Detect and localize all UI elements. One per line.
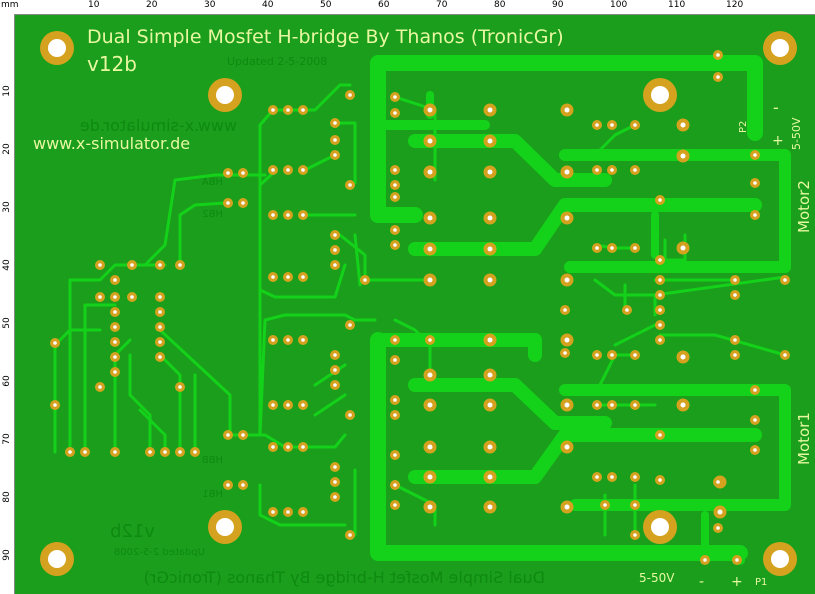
board-substrate [15, 15, 815, 594]
ruler-left-tick: 30 [2, 201, 12, 213]
ruler-left-tick: 40 [2, 259, 12, 271]
ruler-left-tick: 60 [2, 375, 12, 387]
p1-plus: + [731, 574, 743, 590]
ruler-left-tick: 50 [2, 317, 12, 329]
board-title: Dual Simple Mosfet H-bridge By Thanos (T… [87, 26, 564, 48]
ruler-left-tick: 90 [2, 549, 12, 561]
p1-minus: - [699, 574, 704, 590]
ruler-left-tick: 70 [2, 433, 12, 445]
mirror-version: v12b [110, 521, 155, 542]
hb2-label: HB2 [202, 209, 223, 220]
ruler-top-tick: 70 [436, 0, 448, 10]
ruler-left-tick: 20 [2, 143, 12, 155]
p2-plus: + [772, 133, 784, 149]
board-version: v12b [87, 52, 137, 76]
website-url-mirror: www.x-simulator.de [80, 116, 237, 135]
mirror-title: Dual Simple Mosfet H-bridge By Thanos (T… [144, 568, 545, 587]
website-url: www.x-simulator.de [33, 134, 190, 153]
p1-label: P1 [755, 577, 767, 588]
motor2-label: Motor2 [795, 180, 813, 233]
mounting-holes [40, 31, 797, 576]
ruler-top-tick: 10 [88, 0, 100, 10]
ruler-top-tick: 50 [320, 0, 332, 10]
p2-label: P2 [738, 121, 749, 133]
updated-date: Updated 2-5-2008 [227, 55, 327, 68]
ruler-top-tick: 80 [494, 0, 506, 10]
ruler-top-tick: 40 [262, 0, 274, 10]
left-ruler: 10 20 30 40 50 60 70 80 90 [0, 14, 15, 594]
hb1-label: HB1 [202, 489, 223, 500]
top-ruler: mm 10 20 30 40 50 60 70 80 90 100 110 120 [0, 0, 815, 15]
motor1-label: Motor1 [795, 412, 813, 465]
ruler-left-tick: 10 [2, 85, 12, 97]
ruler-left-tick: 80 [2, 491, 12, 503]
p2-minus: - [773, 98, 779, 117]
ruler-top-tick: 30 [204, 0, 216, 10]
ruler-top-tick: 120 [726, 0, 744, 10]
ruler-top-tick: 110 [668, 0, 686, 10]
ruler-top-tick: 90 [552, 0, 564, 10]
hbb-label: HBB [202, 455, 223, 466]
silkscreen-text: Dual Simple Mosfet H-bridge By Thanos (T… [33, 26, 813, 590]
ruler-top-tick: 100 [610, 0, 628, 10]
ruler-unit-label: mm [1, 0, 19, 10]
signal-tracks [53, 83, 787, 537]
hba-label: HBA [202, 177, 223, 188]
power-tracks-bottom [370, 332, 791, 565]
p2-voltage: 5-50V [790, 117, 803, 150]
ruler-top-tick: 20 [146, 0, 158, 10]
mirror-updated: Updated 2-5-2008 [114, 547, 205, 558]
p1-voltage: 5-50V [639, 571, 675, 585]
pcb-board[interactable]: Dual Simple Mosfet H-bridge By Thanos (T… [15, 15, 815, 594]
ruler-top-tick: 60 [378, 0, 390, 10]
